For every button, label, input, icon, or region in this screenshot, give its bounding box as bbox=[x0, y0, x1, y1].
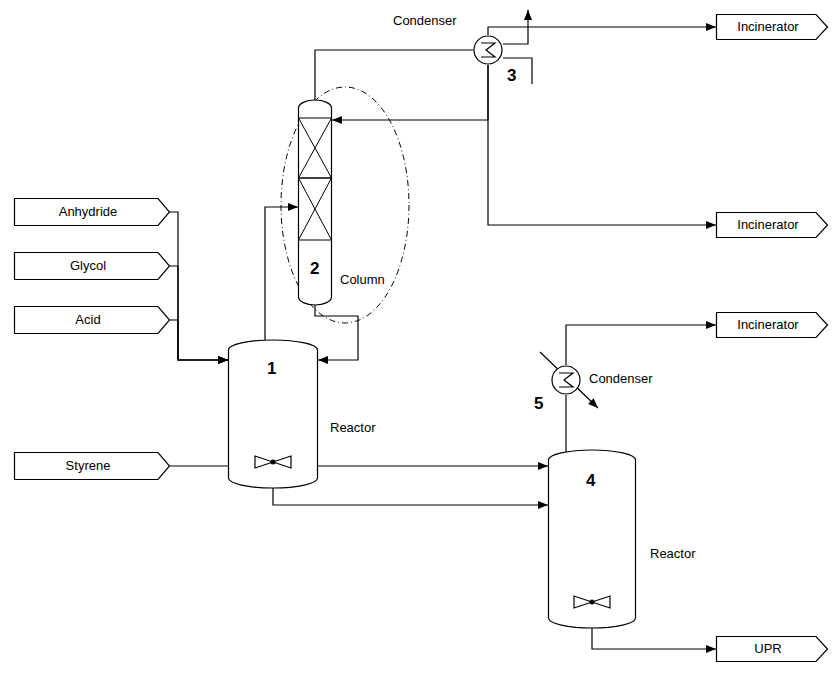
tag-outline bbox=[15, 253, 170, 280]
process-stream bbox=[488, 65, 716, 225]
tag-outline bbox=[717, 213, 828, 238]
column-boundary bbox=[281, 87, 409, 323]
stream-label: Glycol bbox=[70, 258, 106, 274]
process-stream bbox=[565, 395, 566, 452]
equipment-label: Reactor bbox=[650, 546, 696, 562]
reactor-vessel: 1Reactor bbox=[228, 340, 318, 488]
process-stream bbox=[488, 27, 716, 35]
process-stream bbox=[170, 266, 228, 360]
packing-section bbox=[299, 118, 332, 178]
packing-cross bbox=[299, 178, 332, 240]
stream-tag: Acid bbox=[14, 306, 170, 334]
agitator-hub bbox=[590, 600, 595, 605]
tag-outline bbox=[717, 15, 828, 40]
condenser-outline bbox=[552, 366, 580, 394]
shape-outline bbox=[473, 35, 503, 65]
condenser-outline bbox=[474, 36, 502, 64]
process-stream bbox=[332, 65, 488, 120]
stream-tag: Anhydride bbox=[14, 198, 170, 226]
process-stream bbox=[170, 465, 548, 466]
packing-section bbox=[299, 178, 332, 240]
stream-tag: UPR bbox=[716, 636, 828, 662]
stream-tag: Incinerator bbox=[716, 312, 828, 338]
process-stream bbox=[170, 320, 228, 360]
equipment-label: Condenser bbox=[589, 371, 653, 387]
stream-tag: Incinerator bbox=[716, 14, 828, 40]
callout-number: 5 bbox=[534, 395, 543, 413]
process-stream bbox=[273, 488, 548, 505]
packing-cross bbox=[299, 118, 332, 178]
stream-label: Incinerator bbox=[737, 217, 798, 233]
process-stream bbox=[265, 207, 298, 340]
cooling-water-in bbox=[503, 58, 532, 84]
vessel-outline bbox=[549, 450, 636, 628]
agitator-hub bbox=[271, 460, 276, 465]
coil-symbol bbox=[481, 43, 495, 57]
callout-number: 3 bbox=[507, 67, 516, 85]
stream-label: Incinerator bbox=[737, 317, 798, 333]
equipment-label: Reactor bbox=[330, 420, 376, 436]
agitator-symbol bbox=[574, 596, 610, 608]
callout-number: 1 bbox=[267, 360, 276, 378]
shape-outline bbox=[551, 365, 581, 395]
vessel-outline bbox=[299, 100, 332, 305]
process-stream bbox=[566, 325, 716, 365]
stream-tag: Glycol bbox=[14, 252, 170, 280]
vessel-outline bbox=[229, 340, 318, 488]
stream-label: Acid bbox=[75, 312, 100, 328]
tag-outline bbox=[15, 307, 170, 334]
process-stream bbox=[592, 628, 716, 649]
stream-tag: Styrene bbox=[14, 452, 170, 480]
equipment-label: Column bbox=[340, 272, 385, 288]
stream-label: Styrene bbox=[66, 458, 111, 474]
condenser-symbol: Condenser5 bbox=[551, 365, 581, 395]
agitator-symbol bbox=[255, 456, 291, 468]
process-stream bbox=[315, 50, 473, 100]
stream-label: Incinerator bbox=[737, 19, 798, 35]
stream-label: UPR bbox=[754, 641, 781, 657]
callout-number: 4 bbox=[586, 472, 595, 490]
tag-outline bbox=[15, 453, 170, 480]
process-stream bbox=[315, 305, 358, 360]
coil-symbol bbox=[559, 373, 573, 387]
equipment-label: Condenser bbox=[393, 13, 457, 29]
tag-outline bbox=[717, 313, 828, 338]
tag-outline bbox=[15, 199, 170, 226]
tag-outline bbox=[717, 637, 828, 662]
callout-number: 2 bbox=[310, 260, 319, 278]
column-vessel: 2Column bbox=[298, 100, 332, 305]
stream-label: Anhydride bbox=[59, 204, 118, 220]
stream-tag: Incinerator bbox=[716, 212, 828, 238]
reactor-vessel: 4Reactor bbox=[548, 450, 636, 628]
condenser-symbol: Condenser3 bbox=[473, 35, 503, 65]
process-stream bbox=[170, 212, 228, 360]
